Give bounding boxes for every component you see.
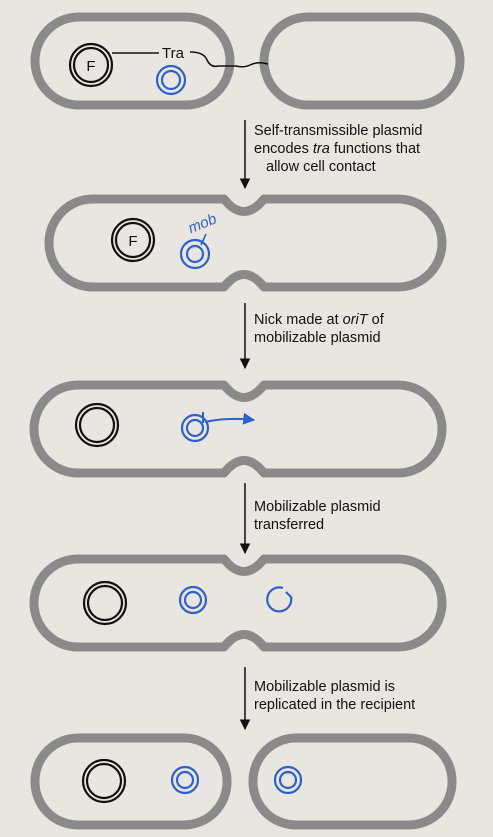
transferred-strand-arrow (204, 412, 256, 425)
step-1-line-1: Self-transmissible plasmid (254, 123, 423, 139)
recipient-cell (259, 12, 465, 110)
f-label: F (86, 58, 95, 75)
stage-5-cells (30, 733, 457, 830)
f-plasmid (81, 758, 127, 804)
stage-2-cells: F mob (44, 194, 447, 292)
step-4-line-2: replicated in the recipient (254, 697, 416, 713)
tra-label: Tra (162, 45, 185, 62)
nicked-mobilizable-plasmid (180, 413, 210, 443)
f-plasmid (82, 580, 128, 626)
step-2-line-2: mobilizable plasmid (254, 330, 381, 346)
mating-pair-cell (29, 380, 447, 478)
stage-1-cells: F Tra (30, 12, 465, 110)
mating-pair-cell (44, 194, 447, 292)
stage-3-cells (29, 380, 447, 478)
step-3-line-2: transferred (254, 517, 325, 533)
f-plasmid (74, 402, 120, 448)
step-4-line-1: Mobilizable plasmid is (254, 679, 396, 695)
step-caption-3: Mobilizable plasmid transferred (254, 498, 381, 534)
recipient-single-strand (266, 586, 293, 613)
step-2-line-1: Nick made at oriT of (254, 312, 384, 328)
donor-cell (30, 733, 232, 830)
recipient-cell (248, 733, 457, 830)
step-1-line-2: encodes tra functions that (254, 141, 421, 157)
mob-pointer (200, 233, 207, 246)
f-label: F (128, 233, 137, 250)
step-caption-1: Self-transmissible plasmid encodes tra f… (254, 122, 422, 176)
mob-label: mob (186, 210, 219, 237)
f-plasmid (68, 42, 114, 88)
step-1-line-3: allow cell contact (266, 159, 376, 175)
stage-4-cells (29, 554, 447, 652)
mobilizable-plasmid (155, 64, 187, 96)
donor-cell (30, 12, 235, 110)
f-plasmid (110, 217, 156, 263)
recipient-mobilizable-plasmid (273, 765, 303, 795)
step-caption-4: Mobilizable plasmid is replicated in the… (254, 678, 415, 714)
tra-pilus-line (189, 51, 269, 68)
mating-pair-cell (29, 554, 447, 652)
step-caption-2: Nick made at oriT of mobilizable plasmid (254, 311, 384, 347)
donor-mobilizable-plasmid (170, 765, 200, 795)
donor-mobilizable-plasmid (178, 585, 208, 615)
mobilizable-plasmid (179, 238, 211, 270)
step-3-line-1: Mobilizable plasmid (254, 499, 381, 515)
